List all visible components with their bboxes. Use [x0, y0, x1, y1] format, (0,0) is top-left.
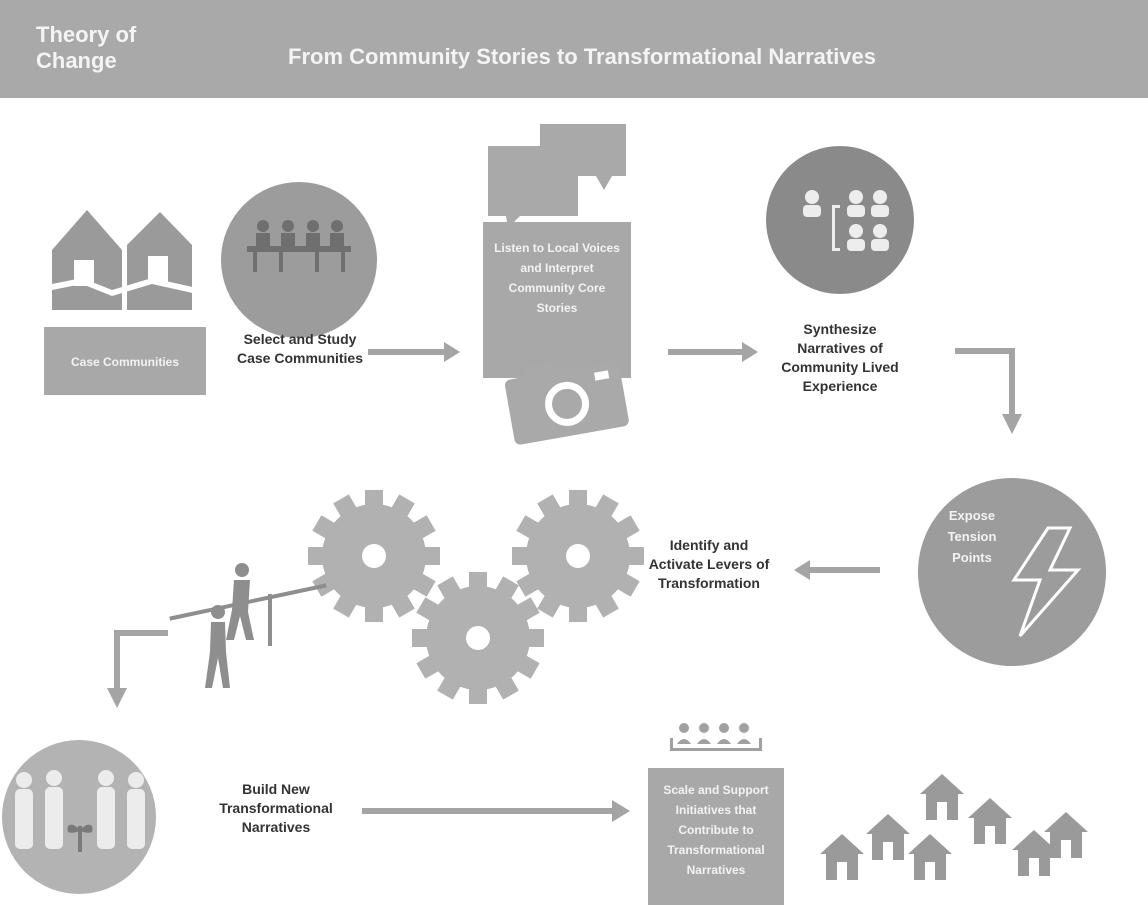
arrow-elbow-down-right: [955, 348, 1022, 434]
community-plant-icon: [15, 770, 145, 852]
lightning-bolt-icon: [1011, 526, 1082, 637]
people-group-icon: [803, 190, 889, 251]
people-lever-icon: [169, 563, 327, 688]
case-communities-label: Case Communities: [70, 355, 180, 369]
header-left-title: Theory of Change: [36, 22, 137, 73]
arrow-right-3: [362, 800, 630, 822]
arrow-right-2: [668, 342, 758, 362]
houses-cluster-icon: [820, 774, 1088, 880]
meeting-circle: [221, 182, 377, 338]
arrow-right-1: [368, 342, 460, 362]
arrow-elbow-down-left: [107, 630, 168, 708]
build-label: Build New Transformational Narratives: [219, 781, 333, 835]
expose-label: Expose Tension Points: [947, 508, 997, 565]
scale-label: Scale and Support Initiatives that Contr…: [663, 783, 769, 877]
meeting-table-icon: [247, 220, 351, 272]
audience-tray-icon: [670, 723, 762, 751]
select-study-label: Select and Study Case Communities: [236, 331, 364, 366]
header-title: From Community Stories to Transformation…: [288, 44, 877, 69]
identify-label: Identify and Activate Levers of Transfor…: [648, 537, 770, 591]
synthesize-label: Synthesize Narratives of Community Lived…: [781, 321, 899, 394]
arrow-left: [794, 560, 880, 580]
listen-label: Listen to Local Voices and Interpret Com…: [494, 241, 620, 315]
listen-box: [483, 222, 631, 378]
speech-bubbles-icon: [488, 124, 626, 228]
broken-houses-icon: [47, 210, 197, 310]
gears-icon: [308, 490, 644, 704]
scale-box: [648, 768, 784, 905]
case-communities-box: [44, 327, 206, 395]
synthesize-circle: [766, 146, 914, 294]
camera-icon: [504, 361, 629, 445]
header-bar: [0, 0, 1148, 98]
